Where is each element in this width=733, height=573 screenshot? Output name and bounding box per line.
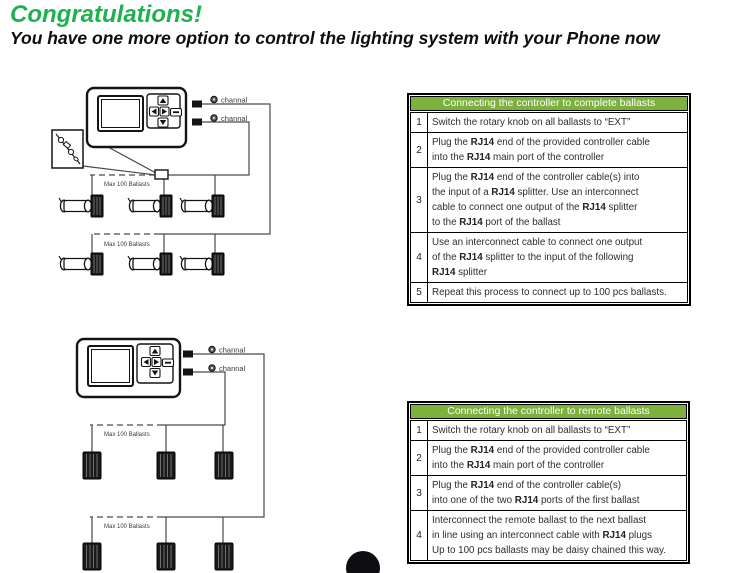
step-text: Use an interconnect cable to connect one… [432,237,643,278]
step-number: 1 [411,113,428,132]
channel2-label: channal [219,364,246,373]
lamp-ballast-unit [58,252,104,276]
max-ballasts-label: Max 100 Ballasts [104,524,150,530]
diagram-remote-ballasts: channal channal Max 100 Ballasts Max 100… [75,337,265,571]
step-number: 4 [411,233,428,282]
callout-line [82,165,157,176]
step-number: 2 [411,441,428,475]
remote-ballast [156,451,176,480]
table-row: 1 Switch the rotary knob on all ballasts … [411,421,686,440]
table-steps: 1 Switch the rotary knob on all ballasts … [410,112,688,303]
channel1-label: channal [221,96,248,105]
remote-ballast [214,542,234,571]
channel2-icon [210,114,218,122]
channel1-icon [210,95,218,104]
controller-screen [97,95,144,132]
controller [85,86,188,149]
lamp-ballast-unit [179,252,225,276]
rj14-port-plug [183,350,193,358]
table-row: 1 Switch the rotary knob on all ballasts … [411,113,687,132]
step-text: Plug the RJ14 end of the controller cabl… [432,172,640,228]
rj14-port-plug [183,368,193,376]
channel1-icon [208,345,216,354]
step-number: 3 [411,476,428,510]
step-number: 4 [411,511,428,560]
max-ballasts-label: Max 100 Ballasts [104,242,150,248]
controller [75,337,182,399]
wire-channel2 [168,121,250,176]
max-ballasts-label: Max 100 Ballasts [104,182,150,188]
max-ballasts-label: Max 100 Ballasts [104,432,150,438]
step-text: Plug the RJ14 end of the provided contro… [432,445,650,471]
step-number: 2 [411,133,428,167]
step-text: Plug the RJ14 end of the controller cabl… [432,480,640,506]
lamp-ballast-unit [127,252,173,276]
rj14-port-plug [192,100,202,108]
step-text: Switch the rotary knob on all ballasts t… [432,117,631,128]
table-title: Connecting the controller to remote ball… [410,404,687,419]
table-complete-ballasts: Connecting the controller to complete ba… [407,93,691,306]
lamp-ballast-unit [179,194,225,218]
channel2-label: channal [221,114,248,123]
table-remote-ballasts: Connecting the controller to remote ball… [407,401,690,564]
remote-ballast [156,542,176,571]
controller-screen [87,345,134,387]
rj14-port-plug [192,118,202,126]
table-row: 5 Repeat this process to connect up to 10… [411,282,687,302]
page-subtitle: You have one more option to control the … [10,28,660,48]
step-text: Switch the rotary knob on all ballasts t… [432,425,631,436]
table-title: Connecting the controller to complete ba… [410,96,688,111]
table-steps: 1 Switch the rotary knob on all ballasts … [410,420,687,561]
step-number: 5 [411,283,428,302]
step-number: 1 [411,421,428,440]
channel1-label: channal [219,346,246,355]
remote-ballast [82,542,102,571]
diagram-complete-ballasts: channal channal Max 100 Ballasts Max 100… [51,86,271,276]
step-number: 3 [411,168,428,232]
rj14-splitter-junction [154,169,169,180]
remote-ballast [82,451,102,480]
lamp-ballast-unit [58,194,104,218]
step-text: Repeat this process to connect up to 100… [432,287,667,298]
wire-channel2 [163,371,226,426]
channel2-icon [208,364,216,372]
page-title: Congratulations! [10,1,202,28]
remote-ballast [214,451,234,480]
page-number-badge [346,551,380,573]
wire-channel1 [163,353,265,518]
lamp-ballast-unit [127,194,173,218]
step-text: Interconnect the remote ballast to the n… [432,515,666,556]
callout-line [107,146,157,174]
step-text: Plug the RJ14 end of the provided contro… [432,137,650,163]
splitter-detail-icon [51,129,84,169]
